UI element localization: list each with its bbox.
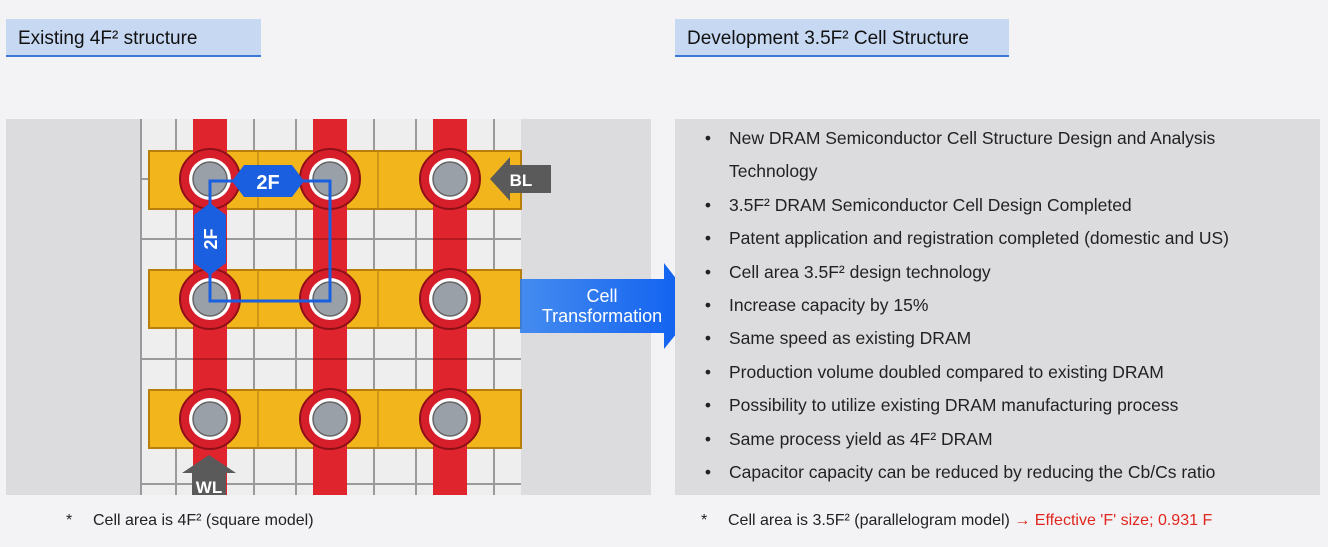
feature-item: • Cell area 3.5F² design technology [702,256,1302,289]
bullet-icon: • [704,395,712,416]
bullet-icon: • [704,261,712,282]
top-dimension-text: 2F [256,172,279,194]
feature-text: New DRAM Semiconductor Cell Structure De… [729,128,1216,182]
feature-text: Cell area 3.5F² design technology [729,261,991,282]
cell-contact [179,388,241,450]
feature-text: Capacitor capacity can be reduced by red… [729,462,1216,483]
cell-contact [419,268,481,330]
left-footnote-text: Cell area is 4F² (square model) [93,512,314,529]
feature-item: • Patent application and registration com… [702,222,1302,255]
wordline-arrow: WL [182,455,236,495]
bullet-icon: • [704,295,712,316]
footnote-marker: * [701,512,708,529]
bullet-icon: • [704,462,712,483]
side-dimension-text: 2F [201,228,221,249]
feature-text: Possibility to utilize existing DRAM man… [729,395,1179,416]
bullet-icon: • [704,428,712,449]
bitline-arrow: BL [490,157,551,201]
left-footnote: * Cell area is 4F² (square model) [66,512,314,530]
feature-item: • 3.5F² DRAM Semiconductor Cell Design Co… [702,189,1302,222]
cell-contact [299,388,361,450]
right-footnote-text: Cell area is 3.5F² (parallelogram model) [728,512,1015,529]
feature-text: Same speed as existing DRAM [729,328,972,349]
feature-item: • Production volume doubled compared to e… [702,356,1302,389]
bullet-icon: • [704,228,712,249]
bullet-icon: • [704,128,712,148]
cell-contacts [179,148,481,450]
cell-contact [299,148,361,210]
feature-item: • Increase capacity by 15% [702,289,1302,322]
features-panel: • New DRAM Semiconductor Cell Structure D… [675,119,1320,495]
cell-structure-diagram-panel: 2F 2F BL WL [6,119,651,495]
bullet-icon: • [704,361,712,382]
top-dimension-label: 2F [232,165,304,197]
cell-transformation-arrow: Cell Transformation [520,263,698,349]
arrow-label-line2: Transformation [542,306,662,326]
footnote-marker: * [66,512,73,529]
feature-text: Patent application and registration comp… [729,228,1229,249]
right-section-title: Development 3.5F² Cell Structure [675,19,1009,57]
right-footnote-highlight: → Effective 'F' size; 0.931 F [1014,512,1213,529]
bullet-icon: • [704,328,712,349]
bullet-icon: • [704,194,712,215]
feature-item: • Possibility to utilize existing DRAM ma… [702,389,1302,422]
feature-text: Production volume doubled compared to ex… [729,361,1164,382]
feature-item: • Same process yield as 4F² DRAM [702,423,1302,456]
arrow-label-line1: Cell [586,286,617,306]
side-dimension-label: 2F [194,203,226,275]
cell-contact [419,388,481,450]
cell-contact [179,148,241,210]
feature-text: 3.5F² DRAM Semiconductor Cell Design Com… [729,194,1132,215]
feature-item: • Capacitor capacity can be reduced by re… [702,456,1302,489]
feature-item: • New DRAM Semiconductor Cell Structure D… [702,122,1302,189]
bitline-label: BL [510,171,533,190]
wordline-label: WL [196,478,222,495]
left-section-title: Existing 4F² structure [6,19,261,57]
feature-text: Increase capacity by 15% [729,295,929,316]
feature-list: • New DRAM Semiconductor Cell Structure D… [702,122,1302,489]
dram-4f2-diagram: 2F 2F BL WL [140,119,551,495]
feature-text: Same process yield as 4F² DRAM [729,428,993,449]
cell-contact [419,148,481,210]
feature-item: • Same speed as existing DRAM [702,322,1302,355]
right-footnote: * Cell area is 3.5F² (parallelogram model… [701,512,1212,530]
